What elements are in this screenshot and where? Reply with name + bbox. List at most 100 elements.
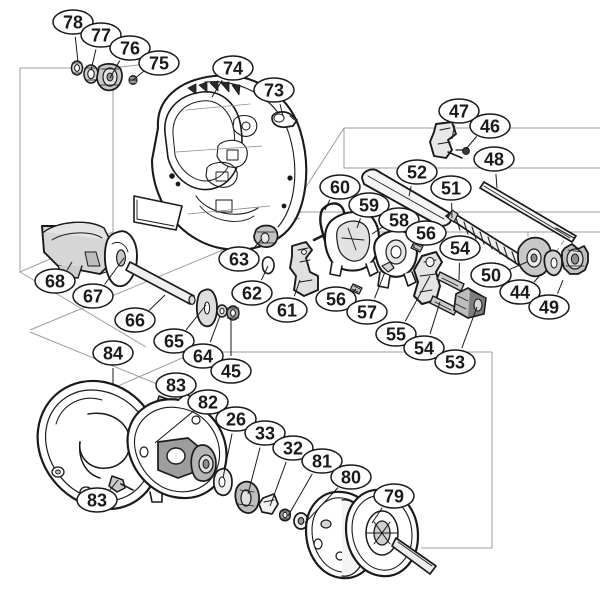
part-48-worm-shaft bbox=[479, 181, 577, 243]
callout-balloon[interactable] bbox=[114, 307, 156, 333]
callout-balloon[interactable] bbox=[138, 50, 180, 76]
callout-83[interactable]: 83 bbox=[155, 372, 197, 401]
callout-44[interactable]: 44 bbox=[499, 273, 542, 305]
callout-52[interactable]: 52 bbox=[396, 159, 438, 197]
callout-number: 54 bbox=[450, 239, 470, 259]
leader-line bbox=[324, 199, 331, 211]
callout-balloon[interactable] bbox=[469, 113, 511, 139]
callout-balloon[interactable] bbox=[52, 9, 94, 35]
callout-balloon[interactable] bbox=[34, 268, 76, 294]
part-46-pin bbox=[455, 147, 470, 155]
callout-balloon[interactable] bbox=[218, 246, 260, 272]
callout-32[interactable]: 32 bbox=[269, 435, 314, 507]
callout-55[interactable]: 55 bbox=[375, 275, 431, 347]
leader-line bbox=[260, 265, 269, 281]
callout-balloon[interactable] bbox=[499, 279, 541, 305]
part-80-washer bbox=[293, 512, 309, 530]
callout-82[interactable]: 82 bbox=[154, 389, 229, 444]
part-44-collar bbox=[543, 249, 563, 277]
callout-53[interactable]: 53 bbox=[434, 306, 478, 375]
callout-63[interactable]: 63 bbox=[218, 238, 263, 272]
callout-84[interactable]: 84 bbox=[92, 340, 134, 385]
callout-balloon[interactable] bbox=[405, 220, 447, 246]
callout-balloon[interactable] bbox=[92, 340, 134, 366]
callout-48[interactable]: 48 bbox=[473, 146, 515, 189]
callout-balloon[interactable] bbox=[153, 328, 195, 354]
callout-balloon[interactable] bbox=[528, 294, 570, 320]
callout-59[interactable]: 59 bbox=[348, 192, 390, 229]
callout-47[interactable]: 47 bbox=[438, 98, 480, 140]
callout-67[interactable]: 67 bbox=[72, 257, 125, 309]
callout-balloon[interactable] bbox=[315, 286, 357, 312]
callout-83[interactable]: 83 bbox=[76, 479, 119, 513]
callout-50[interactable]: 50 bbox=[470, 261, 528, 288]
callout-51[interactable]: 51 bbox=[430, 175, 472, 219]
callout-74[interactable]: 74 bbox=[211, 55, 254, 98]
callout-33[interactable]: 33 bbox=[244, 420, 286, 495]
callout-balloon[interactable] bbox=[72, 283, 114, 309]
callout-balloon[interactable] bbox=[210, 358, 252, 384]
callout-54[interactable]: 54 bbox=[439, 235, 481, 281]
callout-60[interactable]: 60 bbox=[319, 174, 361, 211]
callout-61[interactable]: 61 bbox=[266, 279, 308, 323]
callout-62[interactable]: 62 bbox=[231, 265, 273, 306]
callout-balloon[interactable] bbox=[155, 372, 197, 398]
callout-66[interactable]: 66 bbox=[114, 294, 166, 333]
part-61-clutch-pawl bbox=[289, 241, 319, 297]
callout-73[interactable]: 73 bbox=[253, 77, 295, 117]
callout-49[interactable]: 49 bbox=[528, 279, 570, 320]
callout-balloon[interactable] bbox=[430, 175, 472, 201]
part-77-bearing bbox=[83, 64, 99, 84]
callout-45[interactable]: 45 bbox=[210, 318, 252, 384]
callout-balloon[interactable] bbox=[109, 35, 151, 61]
callout-76[interactable]: 76 bbox=[109, 35, 151, 79]
leader-line bbox=[533, 273, 542, 283]
callout-balloon[interactable] bbox=[231, 280, 273, 306]
part-33-bearing bbox=[234, 480, 260, 514]
callout-balloon[interactable] bbox=[272, 435, 314, 461]
callout-balloon[interactable] bbox=[396, 159, 438, 185]
callout-balloon[interactable] bbox=[439, 235, 481, 261]
callout-56[interactable]: 56 bbox=[405, 220, 447, 248]
callout-balloon[interactable] bbox=[346, 299, 388, 325]
callout-balloon[interactable] bbox=[438, 98, 480, 124]
callout-80[interactable]: 80 bbox=[304, 464, 372, 524]
leader-line bbox=[371, 507, 383, 524]
callout-balloon[interactable] bbox=[80, 22, 122, 48]
callout-balloon[interactable] bbox=[301, 448, 343, 474]
callout-46[interactable]: 46 bbox=[465, 113, 511, 150]
callout-balloon[interactable] bbox=[348, 192, 390, 218]
callout-68[interactable]: 68 bbox=[34, 261, 76, 294]
callout-number: 78 bbox=[63, 13, 83, 33]
callout-balloon[interactable] bbox=[330, 464, 372, 490]
callout-balloon[interactable] bbox=[76, 487, 118, 513]
callout-balloon[interactable] bbox=[253, 77, 295, 103]
leader-line bbox=[356, 218, 361, 229]
callout-78[interactable]: 78 bbox=[52, 9, 94, 63]
callout-balloon[interactable] bbox=[473, 146, 515, 172]
callout-balloon[interactable] bbox=[244, 420, 286, 446]
callout-64[interactable]: 64 bbox=[182, 315, 224, 369]
callout-balloon[interactable] bbox=[319, 174, 361, 200]
callout-26[interactable]: 26 bbox=[215, 406, 257, 479]
callout-77[interactable]: 77 bbox=[80, 22, 122, 71]
callout-56[interactable]: 56 bbox=[315, 286, 357, 312]
callout-number: 58 bbox=[389, 211, 409, 231]
callout-balloon[interactable] bbox=[215, 406, 257, 432]
callout-balloon[interactable] bbox=[403, 335, 445, 361]
callout-65[interactable]: 65 bbox=[153, 304, 207, 354]
callout-57[interactable]: 57 bbox=[346, 271, 388, 325]
callout-balloon[interactable] bbox=[373, 483, 415, 509]
callout-balloon[interactable] bbox=[470, 262, 512, 288]
callout-balloon[interactable] bbox=[375, 321, 417, 347]
callout-54[interactable]: 54 bbox=[403, 301, 445, 361]
callout-balloon[interactable] bbox=[187, 389, 229, 415]
callout-81[interactable]: 81 bbox=[287, 448, 343, 517]
callout-balloon[interactable] bbox=[266, 297, 308, 323]
callout-balloon[interactable] bbox=[212, 55, 254, 81]
part-45-gear-nut bbox=[226, 305, 240, 321]
callout-79[interactable]: 79 bbox=[371, 483, 415, 524]
callout-balloon[interactable] bbox=[182, 343, 224, 369]
callout-balloon[interactable] bbox=[434, 349, 476, 375]
callout-75[interactable]: 75 bbox=[132, 50, 180, 81]
